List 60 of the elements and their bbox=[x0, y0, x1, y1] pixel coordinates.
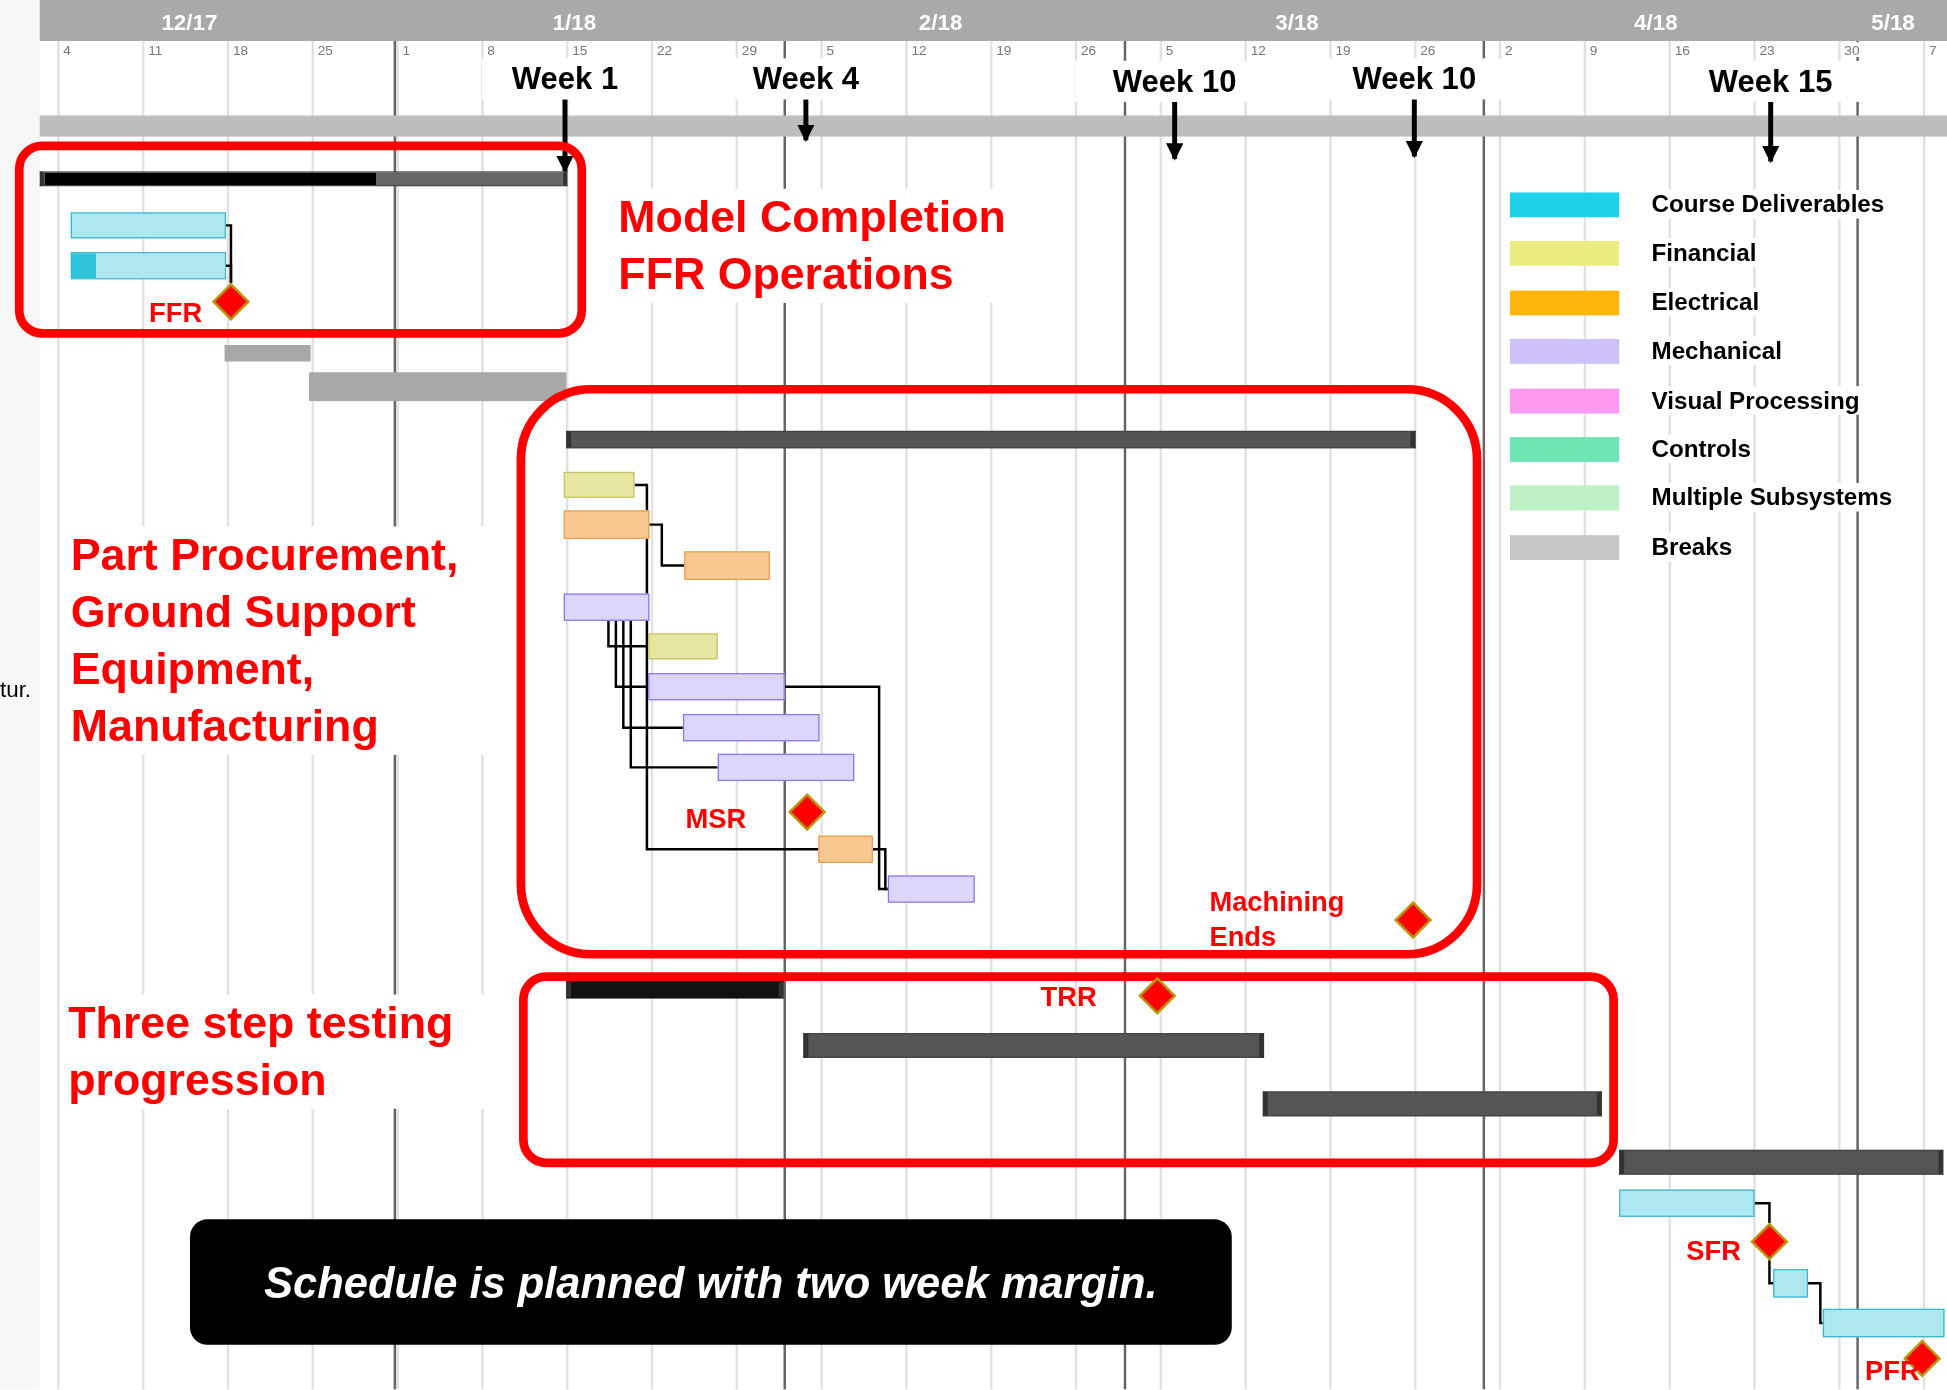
milestone-diamond bbox=[1394, 901, 1432, 939]
dependency-line bbox=[1754, 1202, 1771, 1224]
task-bar bbox=[887, 875, 975, 903]
milestone-label: SFR bbox=[1685, 1234, 1742, 1269]
task-bar bbox=[1619, 1189, 1755, 1217]
task-bar bbox=[563, 471, 635, 498]
break-bar bbox=[224, 345, 311, 362]
milestone-diamond bbox=[212, 283, 250, 321]
task-bar bbox=[1822, 1308, 1945, 1338]
dependency-line bbox=[634, 483, 819, 851]
task-bar bbox=[648, 633, 718, 660]
arrow bbox=[556, 99, 574, 174]
milestone-diamond bbox=[1750, 1223, 1789, 1261]
summary-bar bbox=[1619, 1149, 1944, 1175]
month-label: 5/18 bbox=[1871, 9, 1915, 36]
date-tick-label: 30 bbox=[1843, 42, 1861, 58]
milestone-label: Machining Ends bbox=[1208, 885, 1346, 955]
month-label: 12/17 bbox=[161, 9, 218, 36]
milestone-label: FFR bbox=[148, 295, 204, 330]
milestone-label: MSR bbox=[684, 802, 748, 837]
task-bar bbox=[648, 673, 785, 701]
task-bar bbox=[70, 252, 226, 280]
task-bar bbox=[70, 212, 226, 239]
dependency-line bbox=[1807, 1282, 1824, 1325]
summary-bar bbox=[1262, 1091, 1602, 1117]
task-bar bbox=[563, 593, 650, 621]
summary-bar bbox=[566, 430, 1416, 449]
dependency-line bbox=[1768, 1260, 1774, 1285]
row-label: tur. bbox=[0, 676, 32, 703]
task-bar bbox=[1773, 1269, 1808, 1298]
dependency-line bbox=[607, 620, 649, 648]
month-label: 3/18 bbox=[1275, 9, 1319, 36]
milestone-label: TRR bbox=[1039, 979, 1098, 1014]
summary-bar bbox=[566, 980, 784, 999]
summary-bar bbox=[39, 171, 568, 187]
task-bar bbox=[563, 510, 650, 539]
legend-label: Controls bbox=[1649, 434, 1754, 464]
month-label: 4/18 bbox=[1634, 9, 1678, 36]
month-label: 1/18 bbox=[552, 9, 597, 36]
milestone-diamond bbox=[1138, 977, 1176, 1015]
arrow bbox=[1405, 99, 1423, 159]
month-label: 2/18 bbox=[918, 9, 963, 36]
break-bar bbox=[309, 372, 567, 402]
dependency-line bbox=[872, 848, 888, 891]
note-banner: Schedule is planned with two week margin. bbox=[190, 1219, 1232, 1345]
dependency-line bbox=[649, 523, 685, 567]
dependency-line bbox=[226, 264, 233, 284]
task-bar bbox=[684, 551, 770, 580]
milestone-diamond bbox=[788, 793, 826, 831]
dependency-line bbox=[614, 620, 649, 688]
task-bar bbox=[682, 714, 820, 742]
dependency-line bbox=[629, 620, 718, 769]
arrow bbox=[797, 99, 815, 143]
summary-bar bbox=[803, 1033, 1265, 1058]
arrow bbox=[1762, 101, 1780, 164]
arrow bbox=[1165, 101, 1184, 161]
legend-label: Course Deliverables bbox=[1649, 190, 1887, 219]
task-bar bbox=[818, 835, 873, 863]
dependency-line bbox=[622, 620, 683, 729]
task-bar bbox=[717, 753, 855, 782]
